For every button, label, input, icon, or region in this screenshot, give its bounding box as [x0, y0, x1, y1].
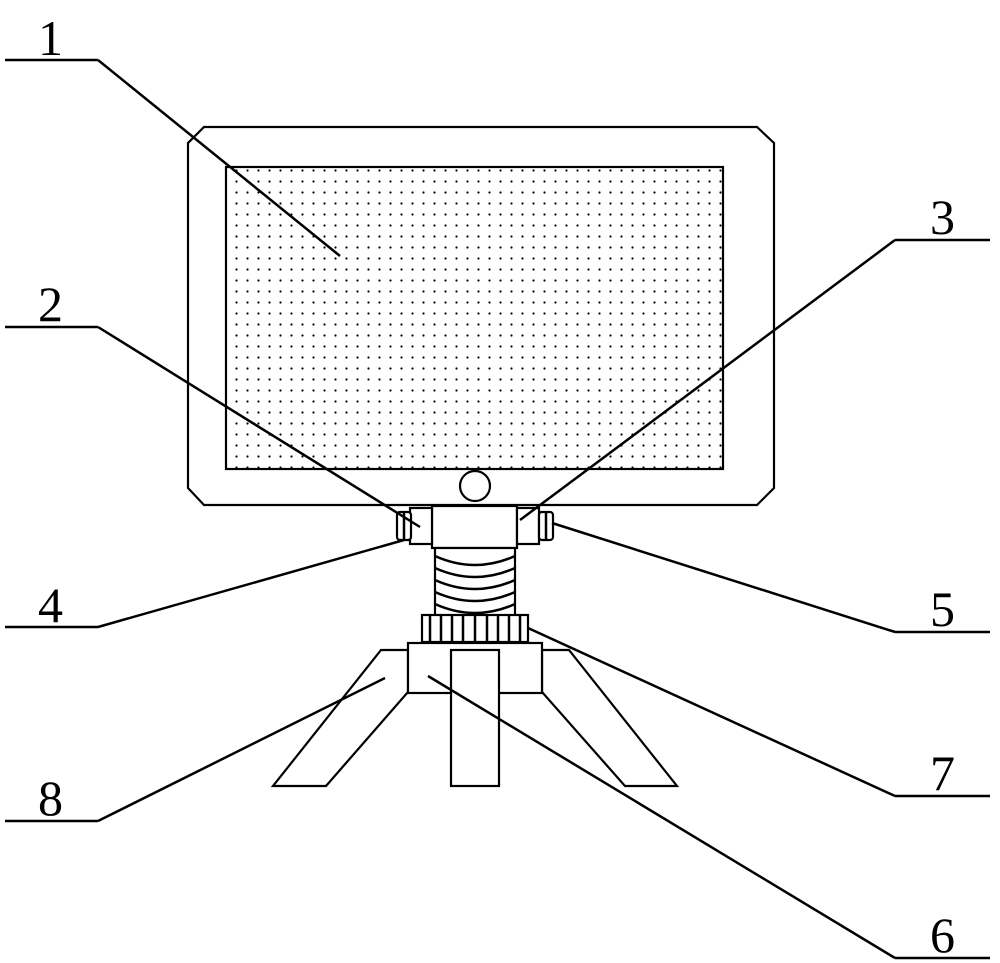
leader-lines — [5, 58, 990, 960]
right-leg — [540, 648, 680, 788]
left-leg — [270, 648, 410, 788]
label-5: 5 — [930, 581, 955, 637]
label-4: 4 — [38, 577, 63, 633]
spring-column — [433, 546, 517, 618]
left-clamp — [408, 506, 434, 546]
label-8: 8 — [38, 770, 63, 826]
display-screen — [224, 165, 725, 471]
base-seat — [406, 641, 544, 788]
label-3: 3 — [930, 189, 955, 245]
label-2: 2 — [38, 276, 63, 332]
center-leg — [449, 648, 501, 788]
label-6: 6 — [930, 907, 955, 963]
label-7: 7 — [930, 745, 955, 801]
callout-labels: 1 2 3 4 5 6 7 8 — [38, 10, 955, 963]
label-1: 1 — [38, 10, 63, 66]
adjusting-nut — [420, 613, 530, 644]
camera-lens — [458, 469, 492, 503]
display-monitor — [186, 125, 776, 507]
connector-block — [430, 504, 519, 550]
